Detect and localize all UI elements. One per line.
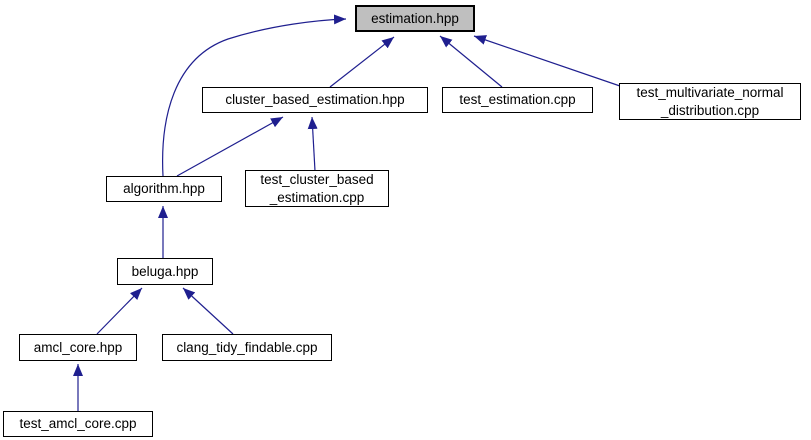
- edge-test-estimation-to-estimation: [439, 35, 503, 88]
- edge-algorithm-to-estimation: [162, 14, 347, 177]
- edge-test-multivariate-to-estimation: [473, 35, 621, 87]
- node-test-estimation-cpp[interactable]: test_estimation.cpp: [442, 87, 593, 113]
- node-algorithm-hpp[interactable]: algorithm.hpp: [106, 176, 222, 202]
- node-test-amcl-core-cpp[interactable]: test_amcl_core.cpp: [3, 411, 153, 437]
- node-estimation-hpp[interactable]: estimation.hpp: [355, 5, 475, 32]
- edge-test-cluster-to-cluster-based: [307, 116, 318, 172]
- node-clang-tidy-findable-cpp[interactable]: clang_tidy_findable.cpp: [162, 334, 332, 361]
- node-cluster-based-estimation-hpp[interactable]: cluster_based_estimation.hpp: [202, 87, 428, 113]
- node-test-cluster-based-estimation-cpp[interactable]: test_cluster_based _estimation.cpp: [245, 170, 389, 207]
- node-test-multivariate-normal-distribution-cpp[interactable]: test_multivariate_normal _distribution.c…: [619, 83, 801, 120]
- node-beluga-hpp[interactable]: beluga.hpp: [117, 258, 213, 285]
- edge-clang-tidy-to-beluga: [182, 287, 234, 335]
- node-amcl-core-hpp[interactable]: amcl_core.hpp: [19, 334, 137, 361]
- edge-amcl-core-to-beluga: [96, 287, 143, 335]
- edge-algorithm-to-cluster-based: [176, 116, 284, 177]
- edge-cluster-based-to-estimation: [329, 36, 395, 88]
